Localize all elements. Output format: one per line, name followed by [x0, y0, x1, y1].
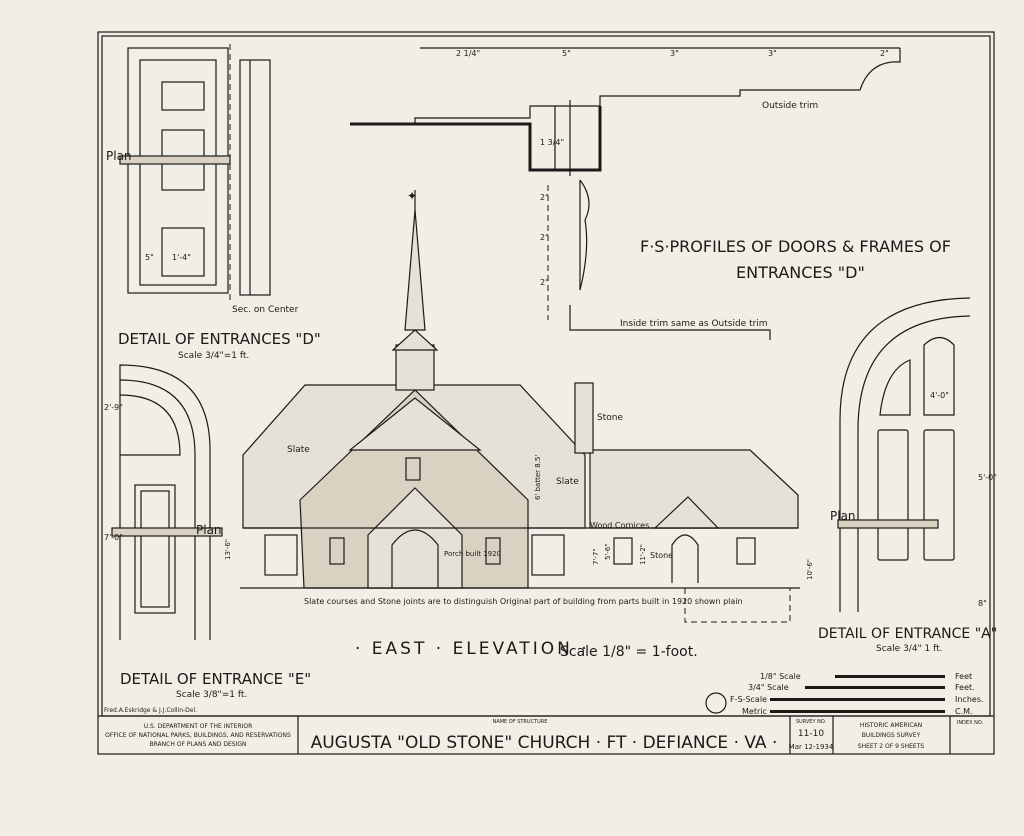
label: Slate — [556, 477, 579, 487]
dim: 2'-9" — [104, 403, 123, 412]
dim: 3" — [768, 49, 777, 58]
dim: 5" — [145, 253, 154, 262]
name-label: NAME OF STRUCTURE — [493, 719, 548, 725]
profiles-doors-frames: 2 1/4" 5" 3" 3" 2" 1 3/4" 2" 2" 2" Outsi… — [350, 47, 951, 340]
plan-label: Plan — [106, 149, 132, 163]
profiles-title-1: F·S·PROFILES OF DOORS & FRAMES OF — [640, 237, 951, 256]
agency-line: BRANCH OF PLANS AND DESIGN — [150, 741, 247, 748]
title-block: Fred.A.Eskridge & J.J.Collin-Del. U.S. D… — [98, 707, 994, 754]
label: 6' batter 8.5' — [534, 455, 542, 500]
cross-icon: ✦ — [407, 189, 417, 203]
dim: 7'-0" — [104, 533, 123, 542]
scale-label: 3/4" Scale — [748, 683, 789, 692]
inside-trim-label: Inside trim same as Outside trim — [620, 319, 768, 329]
detail-entrance-a: Plan 4'-0" 5'-0" 8" DETAIL OF ENTRANCE "… — [818, 297, 997, 654]
dim: 4'-0" — [930, 391, 949, 400]
dim: 5'-0" — [978, 473, 997, 482]
label: Stone — [597, 413, 623, 423]
plan-label: Plan — [830, 509, 856, 523]
east-elevation: ✦ Slate Slate Stone Stone 6' batter 8.5'… — [224, 189, 814, 660]
habs-line: BUILDINGS SURVEY — [862, 732, 921, 739]
detail-d-title: DETAIL OF ENTRANCES "D" — [118, 330, 321, 348]
label: Wood Cornices — [590, 521, 649, 530]
dim: 5'-6" — [604, 543, 612, 560]
elevation-title: · EAST · ELEVATION · — [355, 639, 590, 659]
label: Stone — [650, 551, 673, 560]
graphic-scales: 1/8" Scale Feet 3/4" Scale Feet. F-S-Sca… — [705, 672, 984, 716]
elevation-note: Slate courses and Stone joints are to di… — [304, 597, 743, 606]
dim: 13'-6" — [224, 539, 232, 560]
dim: 10'-6" — [806, 559, 814, 580]
dim: 2" — [540, 278, 549, 287]
scale-label: 1/8" Scale — [760, 672, 801, 681]
structure-name: AUGUSTA "OLD STONE" CHURCH · FT · DEFIAN… — [311, 733, 778, 753]
plan-label: Plan — [196, 523, 222, 537]
label: Slate — [287, 445, 310, 455]
agency-line: U.S. DEPARTMENT OF THE INTERIOR — [144, 723, 253, 730]
dim: 8" — [978, 599, 987, 608]
sheet-number: SHEET 2 OF 9 SHEETS — [858, 743, 925, 750]
elevation-scale: Scale 1/8" = 1-foot. — [560, 644, 698, 660]
habs-line: HISTORIC AMERICAN — [860, 722, 922, 729]
delineators: Fred.A.Eskridge & J.J.Collin-Del. — [104, 707, 197, 714]
scale-label: Metric — [742, 707, 767, 716]
index-label: INDEX NO. — [957, 720, 984, 726]
scale-unit: C.M. — [955, 707, 973, 716]
dim: 1 3/4" — [540, 138, 564, 147]
survey-date: Mar 12-1934 — [789, 743, 834, 751]
survey-no: 11-10 — [798, 729, 824, 739]
dim: 1'-4" — [172, 253, 191, 262]
dim: 2" — [540, 193, 549, 202]
scale-label: F-S-Scale — [730, 695, 767, 704]
profiles-title-2: ENTRANCES "D" — [736, 263, 865, 282]
detail-entrances-d: Plan Sec. on Center 1'-4" 5" DETAIL OF E… — [106, 44, 321, 361]
dim: 2" — [540, 233, 549, 242]
dim: 5" — [562, 49, 571, 58]
label: Porch built 1920 — [444, 550, 501, 558]
scale-unit: Feet — [955, 672, 972, 681]
sheet-border — [97, 31, 995, 755]
detail-d-scale: Scale 3/4"=1 ft. — [178, 351, 249, 361]
survey-label: SURVEY NO. — [796, 719, 827, 725]
section-label: Sec. on Center — [232, 305, 299, 315]
outside-trim-label: Outside trim — [762, 101, 818, 111]
detail-a-title: DETAIL OF ENTRANCE "A" — [818, 626, 997, 642]
detail-e-scale: Scale 3/8"=1 ft. — [176, 690, 247, 700]
detail-e-title: DETAIL OF ENTRANCE "E" — [120, 670, 311, 688]
dim: 11'-2" — [639, 544, 647, 565]
dim: 7'-7" — [592, 548, 600, 565]
dim: 3" — [670, 49, 679, 58]
dim: 2" — [880, 49, 889, 58]
detail-a-scale: Scale 3/4" 1 ft. — [876, 644, 943, 654]
seal-icon — [705, 692, 727, 714]
scale-unit: Inches. — [955, 695, 984, 704]
dim: 2 1/4" — [456, 49, 480, 58]
scale-unit: Feet. — [955, 683, 975, 692]
detail-entrance-e: Plan 2'-9" 7'-0" DETAIL OF ENTRANCE "E" … — [104, 364, 311, 700]
agency-line: OFFICE OF NATIONAL PARKS, BUILDINGS, AND… — [105, 732, 291, 739]
